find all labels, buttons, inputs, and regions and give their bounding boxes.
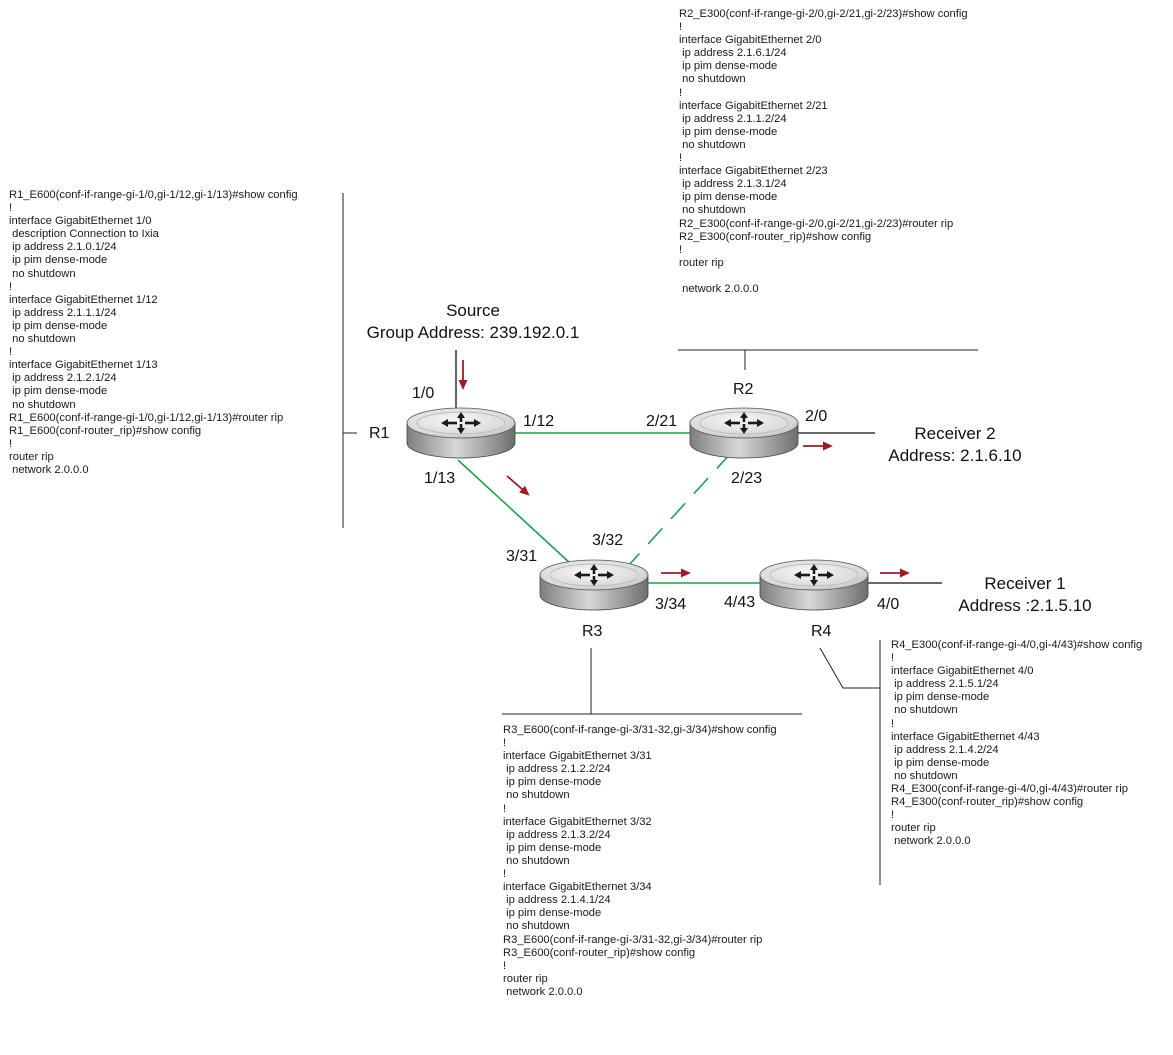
port-label: 2/21 (646, 413, 678, 430)
flow-arrow-r1-r3-icon (503, 471, 534, 500)
r3-name-label: R3 (582, 623, 603, 640)
port-label: 1/0 (412, 385, 435, 402)
source-title: Source (446, 301, 500, 320)
receiver1-title: Receiver 1 (984, 574, 1066, 593)
port-label: 3/34 (655, 596, 687, 613)
r2-name-label: R2 (733, 381, 754, 398)
link-r1-r3 (457, 459, 572, 565)
r4-config-text: R4_E300(conf-if-range-gi-4/0,gi-4/43)#sh… (891, 639, 1143, 848)
port-label: 1/12 (523, 413, 555, 430)
flow-arrow-receiver1-icon (879, 567, 911, 579)
source-group-address: Group Address: 239.192.0.1 (366, 323, 580, 342)
flow-arrow-receiver2-icon (802, 440, 834, 452)
receiver2-label: Receiver 2 Address: 2.1.6.10 (880, 423, 1030, 467)
receiver2-title: Receiver 2 (914, 424, 996, 443)
flow-arrow-r3-r4-icon (660, 567, 692, 579)
source-label: Source Group Address: 239.192.0.1 (353, 300, 593, 344)
r4-name-label: R4 (811, 623, 832, 640)
receiver1-label: Receiver 1 Address :2.1.5.10 (945, 573, 1105, 617)
port-label: 1/13 (424, 470, 456, 487)
port-label: 4/43 (724, 594, 756, 611)
r1-config-text: R1_E600(conf-if-range-gi-1/0,gi-1/12,gi-… (9, 189, 298, 476)
port-label: 2/0 (805, 408, 828, 425)
router-r3-icon[interactable] (539, 559, 649, 611)
receiver1-address: Address :2.1.5.10 (958, 596, 1092, 615)
port-label: 3/31 (506, 548, 538, 565)
port-label: 3/32 (592, 532, 624, 549)
router-r4-icon[interactable] (759, 559, 869, 611)
flow-arrow-source-icon (457, 359, 469, 391)
r1-name-label: R1 (369, 425, 390, 442)
r2-config-text: R2_E300(conf-if-range-gi-2/0,gi-2/21,gi-… (679, 8, 968, 295)
port-label: 2/23 (731, 470, 763, 487)
port-label: 4/0 (877, 596, 900, 613)
router-r1-icon[interactable] (406, 407, 516, 459)
r3-config-text: R3_E600(conf-if-range-gi-3/31-32,gi-3/34… (503, 724, 777, 998)
receiver2-address: Address: 2.1.6.10 (888, 446, 1022, 465)
r4-config-connector (819, 647, 880, 689)
link-r2-r3-dashed (627, 452, 732, 567)
router-r2-icon[interactable] (689, 407, 799, 459)
